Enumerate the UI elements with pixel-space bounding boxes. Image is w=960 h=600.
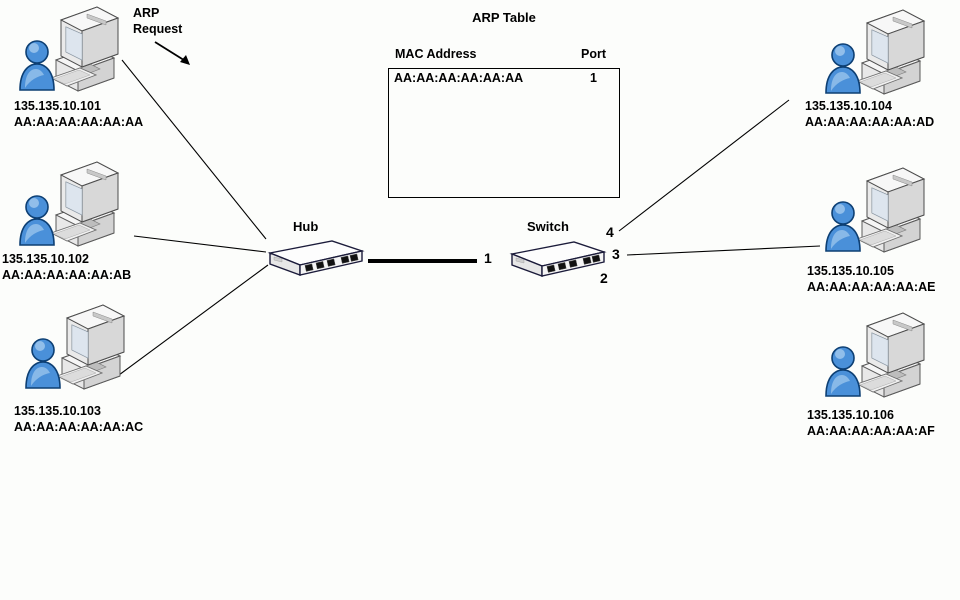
arp-request-annotation: ARP Request xyxy=(133,5,182,37)
switch-port-4-label: 4 xyxy=(606,224,614,240)
cell-port: 1 xyxy=(590,71,597,85)
link-switch-pc104 xyxy=(618,99,790,232)
column-header-port: Port xyxy=(581,47,606,61)
host-mac: AA:AA:AA:AA:AA:AF xyxy=(807,424,935,438)
host-mac: AA:AA:AA:AA:AA:AD xyxy=(805,115,935,129)
computer-user-icon xyxy=(19,161,120,247)
host-label-pc-102: 135.135.10.102 AA:AA:AA:AA:AA:AB xyxy=(2,251,131,283)
switch-port-2-label: 2 xyxy=(600,270,608,286)
host-ip: 135.135.10.103 xyxy=(14,404,101,418)
host-ip: 135.135.10.104 xyxy=(805,99,892,113)
computer-user-icon xyxy=(825,9,926,95)
host-mac: AA:AA:AA:AA:AA:AA xyxy=(14,115,144,129)
host-ip: 135.135.10.101 xyxy=(14,99,101,113)
host-ip: 135.135.10.102 xyxy=(2,252,89,266)
arp-request-arrow-icon xyxy=(154,41,190,65)
link-pc103-hub xyxy=(118,264,269,376)
computer-user-icon xyxy=(825,312,926,398)
network-hub-icon xyxy=(267,240,365,277)
switch-port-1-label: 1 xyxy=(484,250,492,266)
computer-user-icon xyxy=(825,167,926,253)
arp-table-body: AA:AA:AA:AA:AA:AA 1 xyxy=(388,68,620,198)
switch-port-3-label: 3 xyxy=(612,246,620,262)
network-hub[interactable] xyxy=(258,237,365,283)
arp-request-line2: Request xyxy=(133,22,183,36)
link-pc101-hub xyxy=(121,59,267,240)
computer-user-icon xyxy=(19,6,120,92)
network-switch-icon xyxy=(509,241,607,278)
host-label-pc-105: 135.135.10.105 AA:AA:AA:AA:AA:AE xyxy=(807,263,935,295)
host-pc-105[interactable]: 135.135.10.105 AA:AA:AA:AA:AA:AE xyxy=(807,163,940,294)
arp-table-title: ARP Table xyxy=(472,10,536,25)
network-switch[interactable] xyxy=(500,238,607,284)
table-row: AA:AA:AA:AA:AA:AA 1 xyxy=(389,69,619,89)
host-ip: 135.135.10.106 xyxy=(807,408,894,422)
host-pc-102[interactable]: 135.135.10.102 AA:AA:AA:AA:AA:AB xyxy=(2,157,134,282)
cell-mac-address: AA:AA:AA:AA:AA:AA xyxy=(394,71,524,85)
column-header-mac-address: MAC Address xyxy=(395,47,477,61)
host-label-pc-103: 135.135.10.103 AA:AA:AA:AA:AA:AC xyxy=(14,403,143,435)
switch-label: Switch xyxy=(527,219,569,234)
host-pc-104[interactable]: 135.135.10.104 AA:AA:AA:AA:AA:AD xyxy=(805,5,940,129)
host-label-pc-106: 135.135.10.106 AA:AA:AA:AA:AA:AF xyxy=(807,407,935,439)
host-mac: AA:AA:AA:AA:AA:AC xyxy=(14,420,144,434)
hub-label: Hub xyxy=(293,219,319,234)
host-pc-106[interactable]: 135.135.10.106 AA:AA:AA:AA:AA:AF xyxy=(807,308,940,438)
host-pc-103[interactable]: 135.135.10.103 AA:AA:AA:AA:AA:AC xyxy=(14,300,143,434)
arp-request-line1: ARP xyxy=(133,6,160,20)
host-label-pc-104: 135.135.10.104 AA:AA:AA:AA:AA:AD xyxy=(805,98,934,130)
arp-table: ARP Table MAC Address Port AA:AA:AA:AA:A… xyxy=(388,10,620,198)
link-switch-pc105 xyxy=(626,245,821,256)
host-mac: AA:AA:AA:AA:AA:AE xyxy=(807,280,936,294)
host-mac: AA:AA:AA:AA:AA:AB xyxy=(2,268,132,282)
host-ip: 135.135.10.105 xyxy=(807,264,894,278)
host-label-pc-101: 135.135.10.101 AA:AA:AA:AA:AA:AA xyxy=(14,98,143,130)
link-pc102-hub xyxy=(133,235,267,253)
host-pc-101[interactable]: 135.135.10.101 AA:AA:AA:AA:AA:AA xyxy=(14,2,143,129)
computer-user-icon xyxy=(25,304,126,390)
arp-table-headers: MAC Address Port xyxy=(388,47,620,65)
